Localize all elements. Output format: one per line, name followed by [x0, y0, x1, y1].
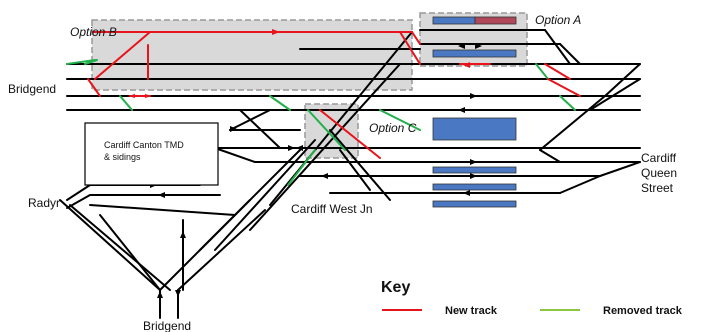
platform [432, 49, 517, 58]
key-title: Key [381, 279, 410, 296]
arrow-left [463, 190, 470, 196]
radyr-label: Radyr [28, 196, 60, 210]
arrow-right [230, 126, 237, 132]
option-b-label[interactable]: Option B [70, 25, 117, 39]
platform [432, 16, 476, 25]
arrow-left [296, 145, 303, 151]
arrow-right [470, 93, 477, 99]
option-c-label[interactable]: Option C [369, 121, 417, 135]
depot-label-2: & sidings [104, 152, 141, 162]
cardiff-west-jn-label: Cardiff West Jn [291, 202, 373, 216]
platform [432, 200, 517, 208]
platforms [432, 16, 517, 208]
arrow-right [475, 43, 482, 49]
cardiff-qs-label-3: Street [641, 181, 674, 195]
arrow-right [288, 145, 295, 151]
bridgend-west-label: Bridgend [8, 82, 56, 96]
option-a-label[interactable]: Option A [535, 13, 581, 27]
arrow-left [321, 173, 328, 179]
arrow-left [463, 62, 470, 68]
removed-track [66, 59, 576, 186]
arrow-lr [128, 94, 135, 98]
key: Key New track Removed track [381, 279, 683, 317]
platform [432, 166, 517, 174]
platform [432, 183, 517, 191]
key-new-track-label: New track [445, 305, 498, 317]
cardiff-qs-label-1: Cardiff [641, 151, 677, 165]
arrow-right [470, 173, 477, 179]
arrow-left [458, 107, 465, 113]
new-track [87, 31, 581, 159]
arrow-left [158, 192, 165, 198]
cardiff-qs-label-2: Queen [641, 166, 677, 180]
bridgend-south-label: Bridgend [143, 319, 191, 332]
arrow-down [175, 290, 181, 297]
depot-box [84, 122, 219, 186]
arrow-up [180, 231, 186, 238]
arrow-up [157, 291, 163, 298]
arrow-right [470, 159, 477, 165]
platform [432, 117, 517, 141]
depot-label-1: Cardiff Canton TMD [104, 140, 184, 150]
key-removed-track-label: Removed track [603, 305, 683, 317]
arrow-lr [145, 94, 152, 98]
arrow-right [272, 29, 280, 35]
platform-red [474, 16, 517, 25]
arrow-left [458, 43, 465, 49]
